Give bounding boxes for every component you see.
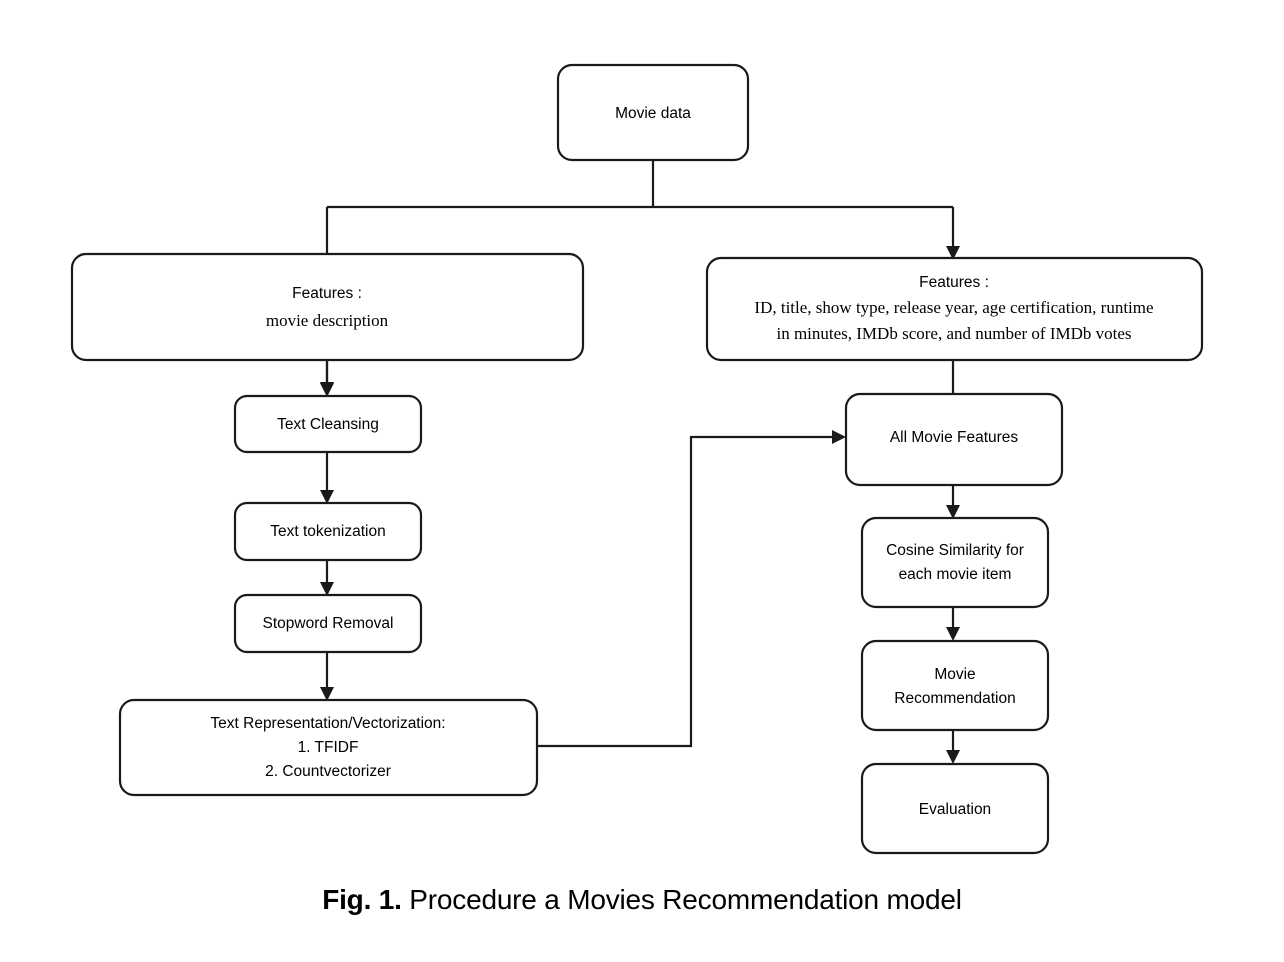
node-evaluation-box[interactable] [860,762,1050,855]
node-features-right-box[interactable] [705,256,1204,362]
node-all-movie-features-label: All Movie Features [890,429,1019,446]
arrowhead-to-features-right [946,246,960,260]
node-cosine-similarity[interactable]: Cosine Similarity for each movie item [860,516,1050,609]
arrowhead-evaluation [946,750,960,764]
node-text-cleansing[interactable]: Text Cleansing [233,394,423,454]
connector-representation-all-features [537,435,839,748]
node-stopword-removal[interactable]: Stopword Removal [233,593,423,654]
node-text-representation[interactable]: Text Representation/Vectorization: 1. TF… [118,698,539,797]
node-all-movie-features-box[interactable] [844,392,1064,487]
node-movie-recommendation-line2: Recommendation [894,690,1015,707]
node-features-right-line2: ID, title, show type, release year, age … [754,298,1153,317]
node-features-right-line3: in minutes, IMDb score, and number of IM… [776,324,1131,343]
figure-caption-label: Fig. 1. [322,884,402,915]
node-features-left-line1: Features : [292,285,362,302]
arrowhead-text-representation [320,687,334,701]
node-evaluation-label: Evaluation [919,801,991,818]
node-evaluation[interactable]: Evaluation [860,762,1050,855]
node-movie-recommendation-box[interactable] [860,639,1050,732]
node-text-representation-line3: 2. Countvectorizer [265,763,391,780]
arrowhead-cosine-similarity [946,505,960,519]
node-features-left[interactable]: Features : movie description [70,252,585,362]
arrowhead-movie-recommendation [946,627,960,641]
node-movie-recommendation[interactable]: Movie Recommendation [860,639,1050,732]
node-text-cleansing-box[interactable] [233,394,423,454]
node-text-representation-box[interactable] [118,698,539,797]
node-text-tokenization-box[interactable] [233,501,423,562]
arrowhead-text-tokenization [320,490,334,504]
arrowhead-stopword-removal [320,582,334,596]
node-stopword-removal-label: Stopword Removal [263,615,394,632]
node-features-right[interactable]: Features : ID, title, show type, release… [705,256,1204,362]
figure-caption: Fig. 1. Procedure a Movies Recommendatio… [0,884,1284,916]
arrowhead-all-movie-features [832,430,846,444]
node-cosine-similarity-box[interactable] [860,516,1050,609]
connector-layer [320,160,960,764]
node-movie-data-box[interactable] [556,63,750,162]
node-features-right-line1: Features : [919,274,989,291]
node-stopword-removal-box[interactable] [233,593,423,654]
node-all-movie-features[interactable]: All Movie Features [844,392,1064,487]
node-cosine-similarity-line1: Cosine Similarity for [886,542,1024,559]
node-text-tokenization[interactable]: Text tokenization [233,501,423,562]
node-features-left-box[interactable] [70,252,585,362]
node-text-representation-line2: 1. TFIDF [298,739,359,756]
node-features-left-line2: movie description [266,311,389,330]
node-movie-recommendation-line1: Movie [934,666,975,683]
node-cosine-similarity-line2: each movie item [899,566,1012,583]
node-movie-data-label: Movie data [615,105,691,122]
node-text-cleansing-label: Text Cleansing [277,416,379,433]
figure-caption-text: Procedure a Movies Recommendation model [409,884,962,915]
node-movie-data[interactable]: Movie data [556,63,750,162]
arrowhead-text-cleansing [320,383,334,397]
node-text-tokenization-label: Text tokenization [270,523,385,540]
connector-movie-data-split [325,160,955,390]
node-text-representation-line1: Text Representation/Vectorization: [210,715,445,732]
